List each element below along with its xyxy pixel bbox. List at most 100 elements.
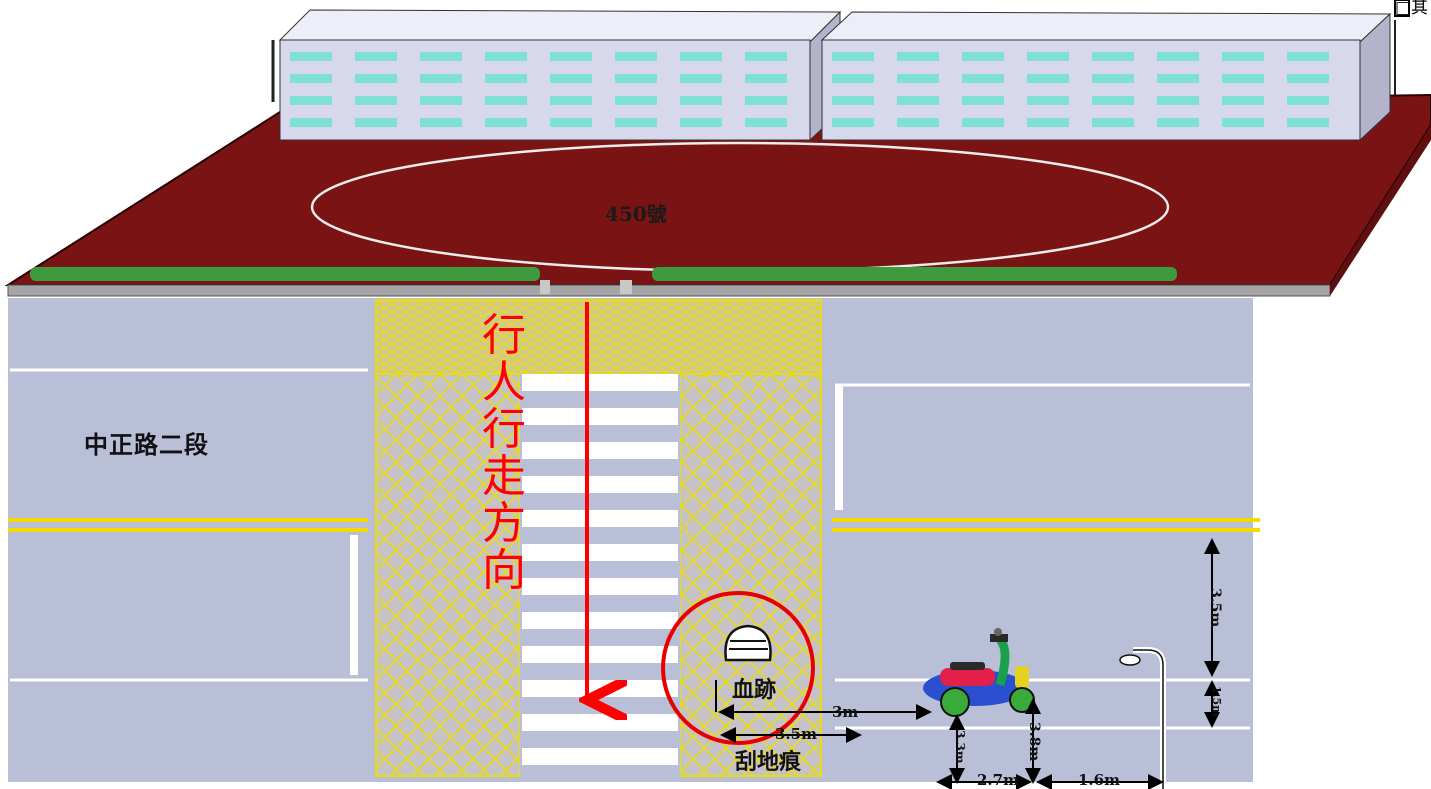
building-window — [1287, 52, 1329, 61]
building-window — [615, 96, 657, 105]
building-window — [680, 96, 722, 105]
building-window — [680, 74, 722, 83]
building-window — [1157, 118, 1199, 127]
building-window — [355, 96, 397, 105]
building-window — [615, 74, 657, 83]
plaza-right-side — [1330, 125, 1431, 296]
building-window — [680, 52, 722, 61]
building-window — [832, 52, 874, 61]
building-window — [420, 52, 462, 61]
building-window — [745, 96, 787, 105]
building-window — [897, 118, 939, 127]
hedge-right — [652, 267, 1177, 281]
building-window — [1092, 74, 1134, 83]
blood-area-circle — [661, 591, 815, 745]
building-window — [962, 74, 1004, 83]
measure-pole-spacing: 1.6m — [1078, 771, 1120, 789]
building-window — [962, 52, 1004, 61]
building-window — [290, 74, 332, 83]
crosswalk-stripes — [522, 374, 678, 765]
building-window — [420, 96, 462, 105]
building-window — [1092, 96, 1134, 105]
building-window — [1222, 118, 1264, 127]
building-window — [420, 74, 462, 83]
entrance-post-left — [540, 280, 550, 294]
crosswalk-stripe — [522, 544, 678, 561]
building-window — [615, 52, 657, 61]
measure-edge-band: 1.5m — [1210, 686, 1223, 717]
crosswalk-stripe — [522, 578, 678, 595]
building-windows — [290, 52, 1329, 127]
building-window — [550, 52, 592, 61]
crosswalk-stripe — [522, 646, 678, 663]
measure-scooter-to-pole-base: 2.7m — [977, 771, 1019, 789]
street-lamp-icon — [1119, 647, 1166, 789]
building-window — [1157, 52, 1199, 61]
building-window — [962, 118, 1004, 127]
building-window — [355, 118, 397, 127]
building-window — [680, 118, 722, 127]
building-window — [1222, 96, 1264, 105]
entrance-post-right — [620, 280, 632, 294]
pedestrian-direction-label: 行人行走方向 — [482, 310, 526, 597]
crosshatch-right — [679, 373, 822, 777]
building-window — [1222, 52, 1264, 61]
scrape-mark-label: 刮地痕 — [735, 750, 802, 775]
crosswalk-stripe — [522, 612, 678, 629]
crosswalk-stripe — [522, 442, 678, 459]
hedge-left — [30, 267, 540, 281]
building-window — [1287, 74, 1329, 83]
building-window — [420, 118, 462, 127]
building-window — [355, 52, 397, 61]
building-window — [832, 96, 874, 105]
crosswalk-stripe — [522, 748, 678, 765]
scooter-icon — [923, 628, 1035, 717]
building-window — [1092, 118, 1134, 127]
building-window — [897, 52, 939, 61]
road-name-label: 中正路二段 — [84, 431, 209, 459]
building-window — [290, 118, 332, 127]
building-window — [485, 118, 527, 127]
crosshatch-left — [375, 373, 521, 777]
measure-scooter-to-blood: 3m — [832, 703, 859, 721]
building-window — [1027, 52, 1069, 61]
building-window — [485, 52, 527, 61]
building-window — [1287, 96, 1329, 105]
stop-line — [835, 385, 843, 510]
measure-scrape-length: 3.5m — [775, 725, 817, 743]
building-window — [1027, 118, 1069, 127]
building-window — [1222, 74, 1264, 83]
building-window — [1027, 96, 1069, 105]
building-window — [1157, 96, 1199, 105]
crosshatch-top — [375, 299, 822, 375]
measure-scooter-front-offset: 3.8m — [1026, 722, 1042, 762]
building-window — [290, 52, 332, 61]
crosswalk-stripe — [522, 476, 678, 493]
crosswalk-stripe — [522, 374, 678, 391]
building-window — [290, 96, 332, 105]
building-window — [485, 74, 527, 83]
building-window — [1157, 74, 1199, 83]
building-window — [897, 96, 939, 105]
building-window — [897, 74, 939, 83]
building-window — [1287, 118, 1329, 127]
measure-lane-width: 3.5m — [1207, 588, 1223, 628]
building-window — [832, 118, 874, 127]
building-number-label: 450號 — [605, 202, 667, 226]
crosswalk-stripe — [522, 510, 678, 527]
plaza-edge — [7, 284, 1331, 297]
building-window — [485, 96, 527, 105]
blood-label: 血跡 — [732, 678, 777, 703]
building-window — [745, 118, 787, 127]
building-window — [1027, 74, 1069, 83]
stop-line — [350, 535, 358, 675]
crosswalk-stripe — [522, 680, 678, 697]
building-window — [1092, 52, 1134, 61]
building-window — [355, 74, 397, 83]
building-window — [615, 118, 657, 127]
corner-checkbox — [1394, 0, 1410, 17]
corner-label: □其 — [1395, 0, 1429, 18]
crosswalk-stripe — [522, 408, 678, 425]
building-window — [550, 118, 592, 127]
